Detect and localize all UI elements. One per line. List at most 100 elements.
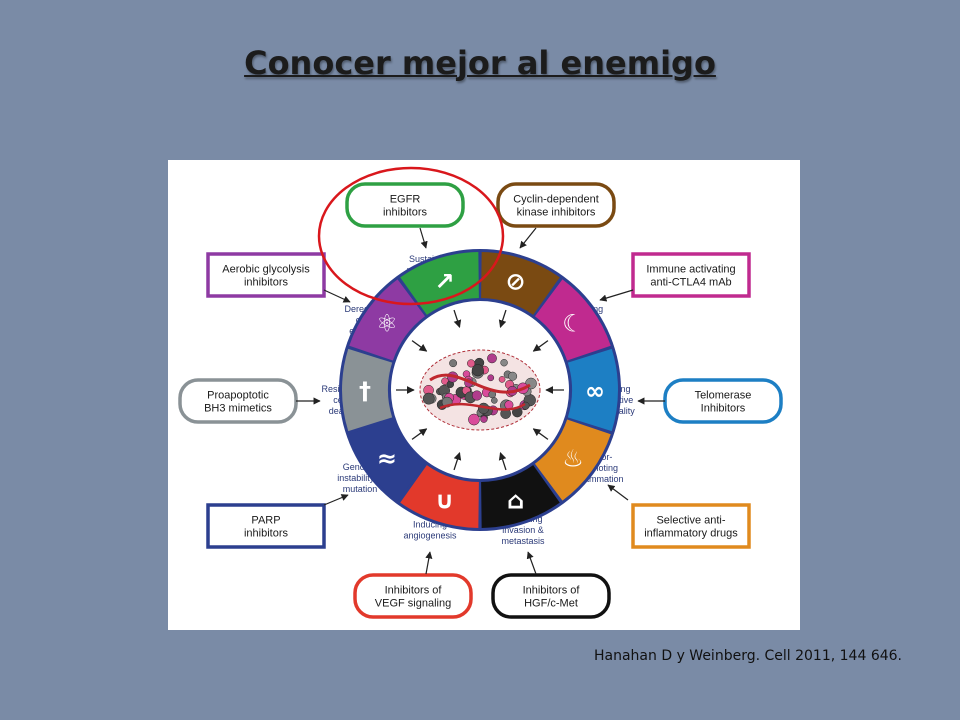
drug-box-label-line: VEGF signaling	[375, 597, 451, 609]
wheel-segment-6	[481, 465, 560, 528]
drug-box-label-line: Inhibitors	[701, 402, 746, 414]
drug-box-label-line: HGF/c-Met	[524, 597, 578, 609]
drug-box-border	[491, 573, 611, 619]
drug-box-border	[631, 503, 751, 549]
wheel-segment-1	[400, 252, 479, 315]
drug-box-border	[353, 573, 473, 619]
hallmark-label-7-line: angiogenesis	[403, 531, 457, 541]
drug-box-label-line: anti-CTLA4 mAb	[650, 276, 731, 288]
drug-arrow	[425, 551, 433, 575]
hallmark-arrow	[532, 340, 549, 352]
dna-icon: ≈	[377, 445, 397, 473]
drug-box-label-line: PARP	[251, 514, 280, 526]
hallmark-label-7-line: Inducing	[413, 520, 447, 530]
drug-arrow	[519, 227, 537, 249]
ghost-cell-icon: ⌂	[507, 486, 524, 514]
drug-box-label-line: Aerobic glycolysis	[222, 263, 310, 275]
drug-box-label-line: inflammatory drugs	[644, 527, 738, 539]
arrow-up-right-icon: ↗	[434, 268, 454, 296]
hallmark-label-8-line: Genome	[343, 462, 378, 472]
drug-box-border	[496, 182, 616, 228]
drug-arrow	[419, 227, 428, 249]
hallmark-label-5-line: promoting	[578, 463, 618, 473]
drug-box-label: Selective anti-inflammatory drugs	[644, 514, 738, 539]
hallmark-arrow	[498, 309, 507, 328]
wheel-segment-3	[534, 279, 611, 361]
drug-arrow	[526, 551, 537, 575]
hallmark-label-5-line: inflammation	[572, 474, 623, 484]
drug-box-label-line: inhibitors	[383, 206, 428, 218]
flame-icon: ♨	[562, 445, 584, 473]
infinity-icon: ∞	[585, 377, 605, 405]
wheel-segment-7	[400, 465, 479, 528]
drug-box-label-line: inhibitors	[244, 276, 289, 288]
drug-box-5: Selective anti-inflammatory drugs	[631, 503, 751, 549]
drug-box-label-line: Inhibitors of	[523, 584, 581, 596]
drug-box-border	[206, 252, 326, 298]
drug-box-label-line: kinase inhibitors	[517, 206, 596, 218]
hallmark-arrow	[411, 428, 428, 440]
highlight-circle	[317, 166, 505, 306]
drug-box-border	[206, 503, 326, 549]
wheel-segment-10	[349, 279, 426, 361]
drug-arrow	[607, 484, 629, 501]
drug-box-label-line: Telomerase	[695, 389, 752, 401]
hallmark-label-8-line: instability &	[337, 473, 383, 483]
drug-arrow	[323, 289, 351, 303]
drug-box-label-line: Proapoptotic	[207, 389, 269, 401]
drug-box-label-line: inhibitors	[244, 527, 289, 539]
hallmark-label-6-line: metastasis	[501, 536, 545, 546]
hallmark-label-8-line: mutation	[343, 484, 378, 494]
wheel-segment-9	[342, 348, 393, 432]
wheel-segment-5	[534, 419, 611, 501]
drug-box-label-line: EGFR	[390, 193, 421, 205]
dagger-icon: †	[359, 377, 371, 405]
hallmark-arrow	[532, 428, 549, 440]
hallmark-arrow	[498, 452, 507, 471]
drug-box-label-line: Selective anti-	[656, 514, 725, 526]
hallmark-arrow	[411, 340, 428, 352]
hallmark-arrow	[453, 452, 462, 471]
vessel-icon: ∪	[435, 486, 455, 514]
pacman-icon: ☾	[562, 309, 584, 337]
drug-box-label-line: Cyclin-dependent	[513, 193, 599, 205]
wheel-segment-8	[349, 419, 426, 501]
drug-box-label-line: Immune activating	[646, 263, 735, 275]
hallmark-label-6-line: invasion &	[502, 525, 544, 535]
drug-box-border	[345, 182, 465, 228]
drug-box-label-line: Inhibitors of	[385, 584, 443, 596]
wheel-segment-2	[481, 252, 560, 315]
hallmark-arrow	[453, 309, 462, 328]
no-entry-icon: ⊘	[505, 268, 525, 296]
drug-box-label-line: BH3 mimetics	[204, 402, 272, 414]
drug-arrow	[323, 494, 349, 506]
drug-arrow	[599, 289, 634, 302]
tumor-cell-cluster	[419, 349, 541, 431]
slide-title: Conocer mejor al enemigo	[244, 44, 716, 82]
wheel-segment-4	[567, 348, 618, 432]
citation: Hanahan D y Weinberg. Cell 2011, 144 646…	[594, 648, 902, 664]
hallmark-label-9-line: death	[329, 406, 352, 416]
drug-box-border	[631, 252, 751, 298]
